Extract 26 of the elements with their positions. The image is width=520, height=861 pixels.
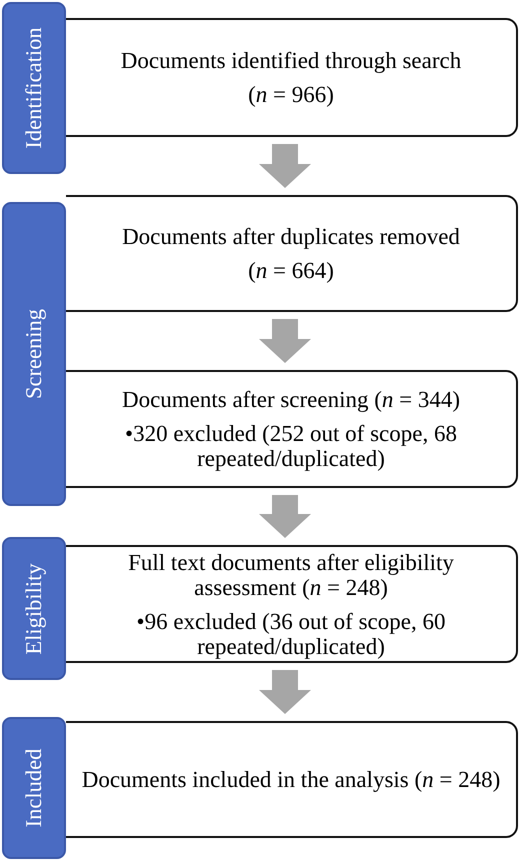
box-text: Documents after duplicates removed	[122, 224, 460, 249]
stage-tab	[2, 537, 66, 680]
process-box	[66, 195, 518, 312]
box-note: (n = 664)	[248, 258, 334, 283]
stage-tab	[2, 2, 66, 174]
box-text: Documents included in the analysis (n = 248)	[82, 767, 500, 792]
process-box	[66, 370, 518, 488]
stage-label: Identification	[22, 27, 46, 149]
stage-label: Screening	[22, 309, 46, 399]
arrow	[259, 144, 311, 188]
stage-tab	[2, 202, 66, 506]
box-note: •96 excluded (36 out of scope, 60 repeated/duplicated)	[136, 608, 446, 658]
stage-label: Eligibility	[22, 562, 46, 654]
box-note: (n = 966)	[248, 82, 334, 107]
stage-tab	[2, 717, 66, 859]
box-text: Documents after screening (n = 344)	[122, 387, 460, 412]
box-text: Full text documents after eligibility assessment (n = 248)	[127, 550, 455, 600]
process-box	[66, 545, 518, 663]
box-note: •320 excluded (252 out of scope, 68 repeated/duplicated)	[124, 421, 458, 471]
process-box	[66, 721, 518, 838]
stage-label: Included	[22, 748, 46, 828]
arrow	[259, 670, 311, 714]
arrow	[259, 495, 311, 538]
process-box	[66, 18, 518, 137]
arrow	[259, 319, 311, 363]
box-text: Documents identified through search	[120, 48, 462, 73]
